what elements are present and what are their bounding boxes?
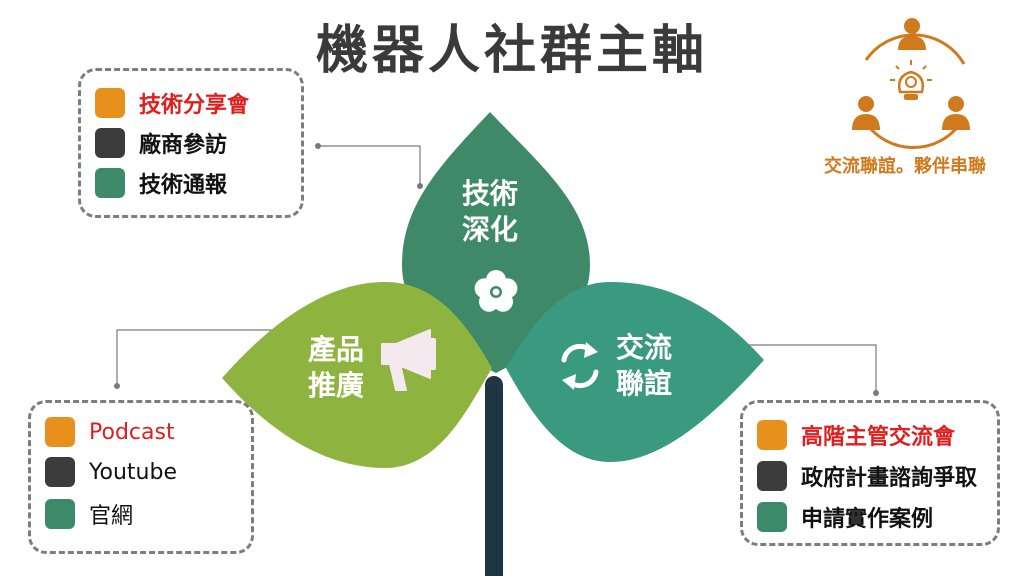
list-item: 申請實作案例 [757,502,933,532]
megaphone-icon [381,329,436,391]
list-item-label: Youtube [89,459,177,485]
leaf-top-label: 技術 深化 [440,176,540,248]
refresh-arrowhead [584,342,598,358]
list-item: 政府計畫諮詢爭取 [757,461,977,491]
list-item: Podcast [45,417,175,447]
orange-marker [757,420,787,450]
list-item-label: 技術分享會 [139,93,250,118]
list-item-label: 高階主管交流會 [801,425,956,450]
list-item-label: 申請實作案例 [801,507,934,532]
dark-marker [45,457,75,487]
connector-dot [417,183,423,189]
list-item-label: 廠商參訪 [139,133,228,158]
leaf-top-line2: 深化 [461,213,518,246]
orange-marker [95,88,125,118]
connector-network [715,344,877,393]
leaf-top [402,112,590,373]
list-item: 技術通報 [95,168,227,198]
dark-marker [95,128,125,158]
stem [485,376,503,576]
list-item-label: 政府計畫諮詢爭取 [801,466,978,491]
leaf-left-line1: 產品 [307,333,364,366]
leaf-right-label: 交流 聯誼 [594,330,694,402]
tech-box: 技術分享會 廠商參訪 技術通報 [78,68,304,218]
connector-dot [114,383,120,389]
list-item-label: Podcast [89,419,175,445]
leaf-left-label: 產品 推廣 [286,332,386,404]
leaf-left [222,282,492,468]
leaf-right-line2: 聯誼 [615,367,672,400]
green-marker [757,502,787,532]
leaf-top-line1: 技術 [461,177,518,210]
leaf-right-line1: 交流 [615,331,672,364]
team-idea-icon [852,18,970,149]
connector-promo [116,329,290,386]
dark-marker [757,461,787,491]
connector-dot [315,143,321,149]
refresh-arrowhead [562,374,576,390]
connectors [116,145,877,393]
connector-tech [318,145,421,186]
emblem-caption: 交流聯誼。夥伴串聯 [824,156,986,177]
leaf-right [506,282,764,462]
promo-box: Podcast Youtube 官網 [28,400,254,554]
list-item: 官網 [45,499,133,529]
leaf-left-line2: 推廣 [307,369,364,402]
list-item: 技術分享會 [95,88,249,118]
list-item: 高階主管交流會 [757,420,955,450]
page-title: 機器人社群主軸 [315,21,708,81]
list-item: Youtube [45,457,177,487]
green-marker [45,499,75,529]
flower-icon [474,270,518,312]
orange-marker [45,417,75,447]
list-item-label: 技術通報 [139,173,228,198]
connector-dot [873,390,879,396]
green-marker [95,168,125,198]
list-item: 廠商參訪 [95,128,227,158]
list-item-label: 官網 [89,504,134,529]
network-box: 高階主管交流會 政府計畫諮詢爭取 申請實作案例 [740,400,1000,546]
